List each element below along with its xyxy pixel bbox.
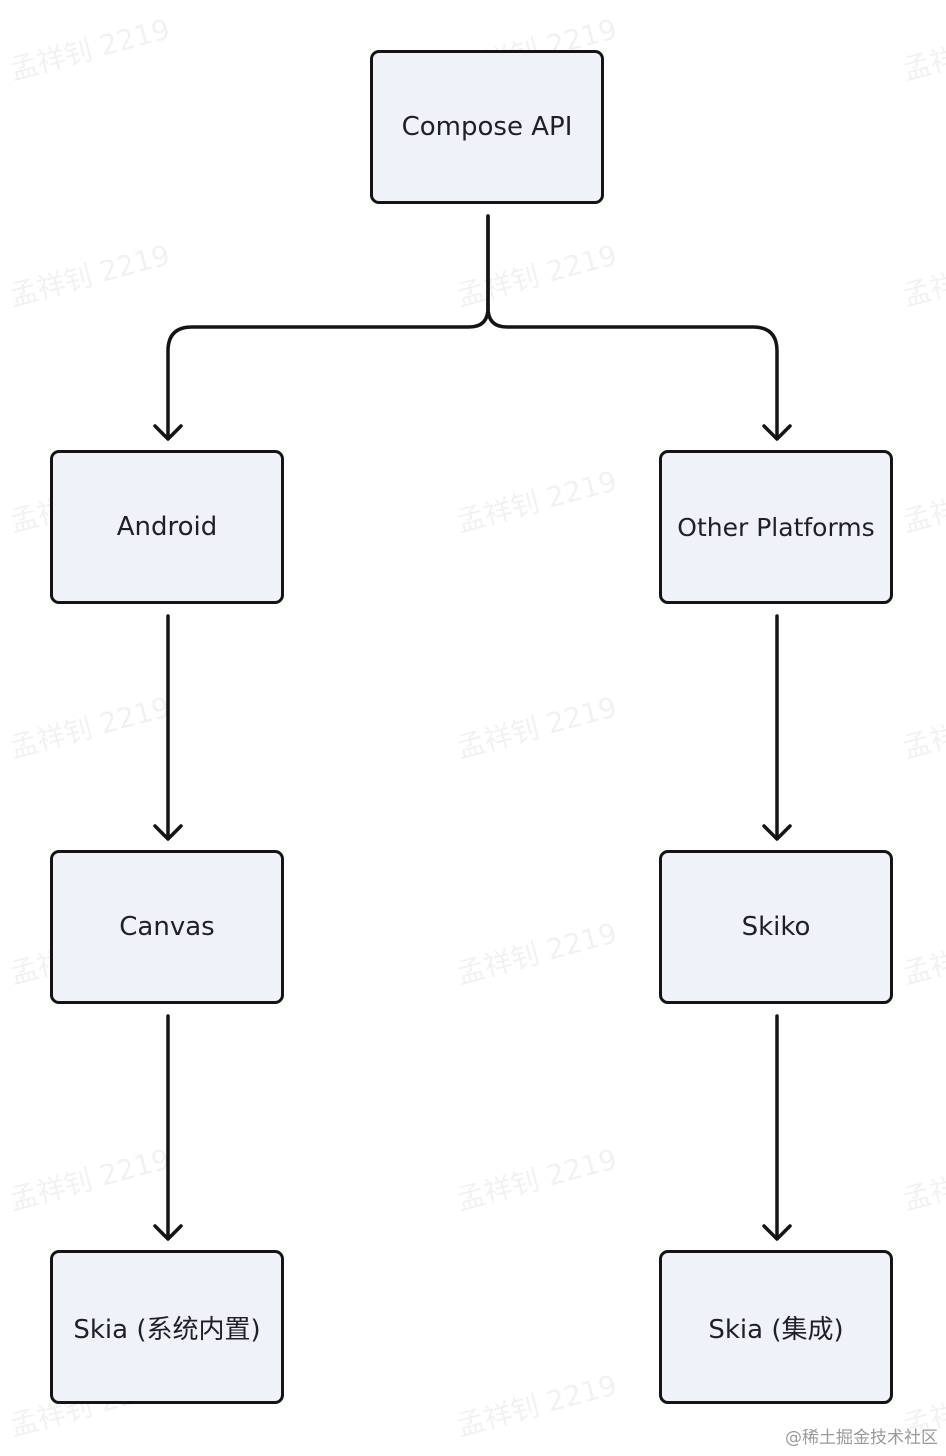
node-skiko[interactable]: Skiko bbox=[659, 850, 893, 1004]
source-credit: @稀土掘金技术社区 bbox=[785, 1428, 938, 1448]
node-canvas[interactable]: Canvas bbox=[50, 850, 284, 1004]
edge-compose-api-to-other-platforms bbox=[486, 214, 779, 440]
arrowhead-skia-integrated bbox=[762, 1224, 792, 1241]
node-label-skia-integrated: Skia (集成) bbox=[708, 1314, 844, 1345]
node-skia-integrated[interactable]: Skia (集成) bbox=[659, 1250, 893, 1404]
node-compose-api[interactable]: Compose API bbox=[370, 50, 604, 204]
node-label-compose-api: Compose API bbox=[401, 112, 573, 142]
node-label-canvas: Canvas bbox=[119, 912, 215, 942]
arrowhead-other-platforms bbox=[762, 424, 792, 441]
edge-compose-api-to-android bbox=[166, 214, 490, 440]
arrowhead-canvas bbox=[153, 824, 183, 841]
node-label-skiko: Skiko bbox=[741, 912, 811, 942]
node-skia-builtin[interactable]: Skia (系统内置) bbox=[50, 1250, 284, 1404]
node-label-skia-builtin: Skia (系统内置) bbox=[73, 1314, 261, 1345]
arrowhead-skiko bbox=[762, 824, 792, 841]
node-other-platforms[interactable]: Other Platforms bbox=[659, 450, 893, 604]
arrowhead-android bbox=[153, 424, 183, 441]
node-android[interactable]: Android bbox=[50, 450, 284, 604]
arrowhead-skia-builtin bbox=[153, 1224, 183, 1241]
node-label-android: Android bbox=[116, 512, 218, 542]
node-label-other-platforms: Other Platforms bbox=[677, 512, 875, 542]
